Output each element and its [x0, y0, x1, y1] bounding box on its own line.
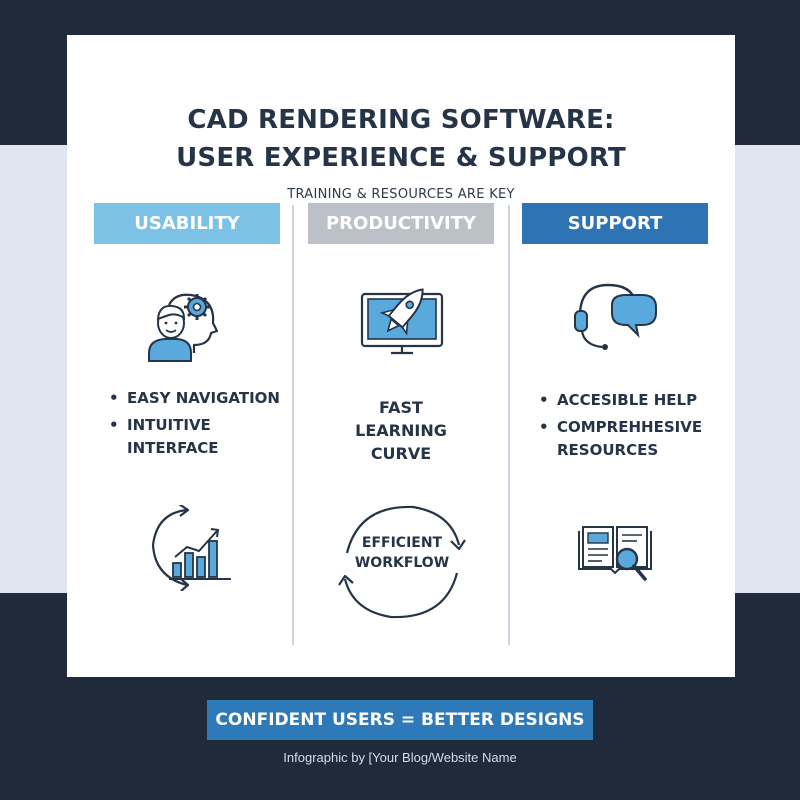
- text-line: CURVE: [370, 444, 432, 463]
- text-line: LEARNING: [355, 421, 447, 440]
- column-divider-2: [508, 205, 510, 645]
- credit-line: Infographic by [Your Blog/Website Name: [283, 750, 517, 765]
- subtitle: TRAINING & RESOURCES ARE KEY: [287, 187, 515, 202]
- text-line: FAST: [379, 398, 423, 417]
- list-item: EASY NAVIGATION: [109, 387, 289, 410]
- user-gear-icon: [148, 293, 219, 362]
- book-search-icon: [578, 526, 652, 581]
- monitor-rocket-icon: [360, 288, 444, 355]
- productivity-header: PRODUCTIVITY: [308, 203, 494, 244]
- growth-chart-icon: [151, 505, 231, 591]
- title-line-2: USER EXPERIENCE & SUPPORT: [176, 143, 626, 173]
- column-divider-1: [292, 205, 294, 645]
- support-bullets: ACCESIBLE HELP COMPREHHESIVE RESOURCES: [539, 389, 725, 466]
- cycle-arrows-icon: [338, 505, 466, 619]
- page-title: CAD RENDERING SOFTWARE: USER EXPERIENCE …: [67, 101, 735, 177]
- usability-header: USABILITY: [94, 203, 280, 244]
- infographic-card: CAD RENDERING SOFTWARE: USER EXPERIENCE …: [67, 35, 735, 677]
- usability-bullets: EASY NAVIGATION INTUITIVE INTERFACE: [109, 387, 289, 464]
- title-line-1: CAD RENDERING SOFTWARE:: [187, 105, 615, 135]
- closing-banner: CONFIDENT USERS = BETTER DESIGNS: [207, 700, 593, 740]
- list-item: ACCESIBLE HELP: [539, 389, 725, 412]
- efficient-workflow-text: EFFICIENT WORKFLOW: [338, 533, 466, 573]
- support-header: SUPPORT: [522, 203, 708, 244]
- list-item: INTUITIVE INTERFACE: [109, 414, 219, 460]
- text-line: WORKFLOW: [354, 555, 450, 571]
- text-line: EFFICIENT: [361, 535, 443, 551]
- headset-chat-icon: [574, 283, 657, 350]
- list-item: COMPREHHESIVE RESOURCES: [539, 416, 702, 462]
- fast-learning-curve-text: FAST LEARNING CURVE: [350, 396, 452, 465]
